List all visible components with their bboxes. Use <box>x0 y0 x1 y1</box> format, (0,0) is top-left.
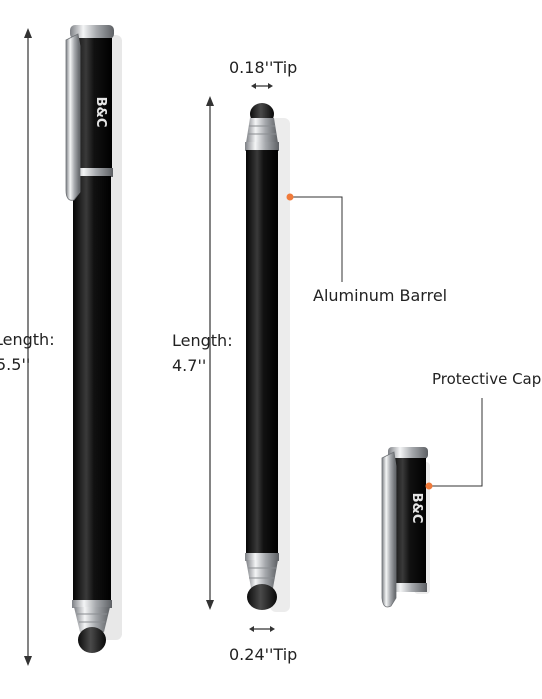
short-length-label: Length: <box>172 331 233 350</box>
long-length-label: Length: <box>0 330 55 349</box>
bottom-tip-width-marker <box>249 626 275 632</box>
short-length-value: 4.7'' <box>172 356 207 375</box>
brand-logo-cap: B&C <box>409 493 424 524</box>
short-length-dimension <box>206 96 214 610</box>
long-stylus <box>65 25 122 653</box>
short-stylus <box>245 103 290 612</box>
brand-logo-long: B&C <box>93 97 108 128</box>
bottom-tip-label: 0.24''Tip <box>229 645 298 664</box>
cap-callout <box>425 398 483 490</box>
cap-label: Protective Cap <box>432 370 542 388</box>
top-tip-width-marker <box>251 83 273 89</box>
protective-cap <box>381 447 430 608</box>
barrel-label: Aluminum Barrel <box>313 286 448 305</box>
long-length-dimension <box>24 28 32 666</box>
barrel-callout <box>286 193 343 282</box>
long-length-value: 5.5'' <box>0 355 31 374</box>
top-tip-label: 0.18''Tip <box>229 58 298 77</box>
